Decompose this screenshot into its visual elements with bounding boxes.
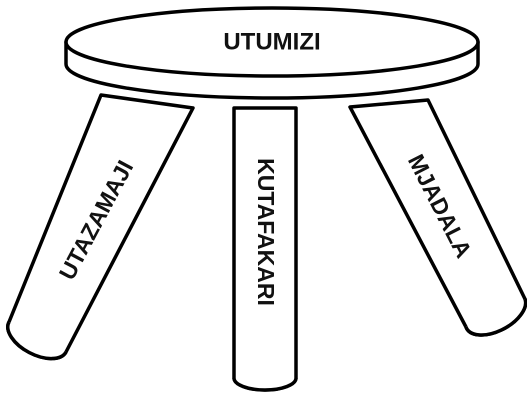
leg-middle: KUTAFAKARI [234, 108, 296, 390]
leg-right: MJADALA [350, 100, 526, 335]
leg-middle-label: KUTAFAKARI [253, 158, 279, 306]
stool-seat: UTUMIZI [66, 8, 478, 98]
seat-label: UTUMIZI [223, 29, 320, 56]
leg-left: UTAZAMAJI [8, 95, 193, 359]
